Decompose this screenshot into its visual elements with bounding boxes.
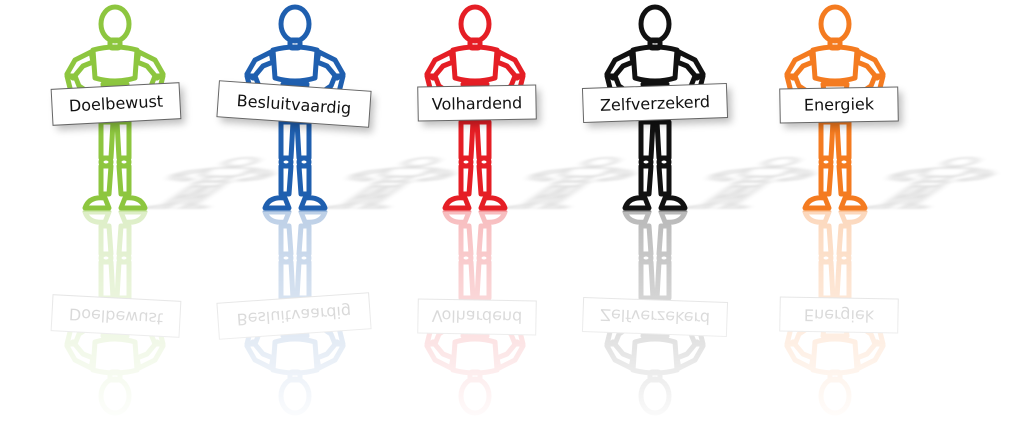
mannequin-besluitvaardig-icon: BesluitvaardigBesluitvaardig [205,4,455,431]
figure-besluitvaardig: BesluitvaardigBesluitvaardig [205,0,455,431]
figure-shadow [501,157,635,209]
sign-board [581,82,729,124]
sign-board [50,82,182,126]
figure-shadow [861,157,995,209]
sign-label: Zelfverzekerd [600,92,711,115]
figure-volhardend: VolhardendVolhardend [385,0,635,431]
mannequin-zelfverzekerd-icon: ZelfverzekerdZelfverzekerd [565,4,815,431]
sign-label: Doelbewust [68,92,163,116]
sign-board [216,80,372,128]
mannequin-volhardend-icon: VolhardendVolhardend [385,4,635,431]
figure-shadow [321,157,455,209]
figure-doelbewust: DoelbewustDoelbewust [25,0,275,431]
sign-label: Volhardend [432,93,523,114]
figure-zelfverzekerd: ZelfverzekerdZelfverzekerd [565,0,815,431]
sign-board [779,86,899,124]
figure-shadow [681,157,815,209]
sign-board [417,84,537,122]
sign-label: Energiek [804,94,875,114]
mannequin-doelbewust-icon: DoelbewustDoelbewust [25,4,275,431]
mannequin-energiek-icon: EnergiekEnergiek [745,4,995,431]
figure-energiek: EnergiekEnergiek [745,0,995,431]
